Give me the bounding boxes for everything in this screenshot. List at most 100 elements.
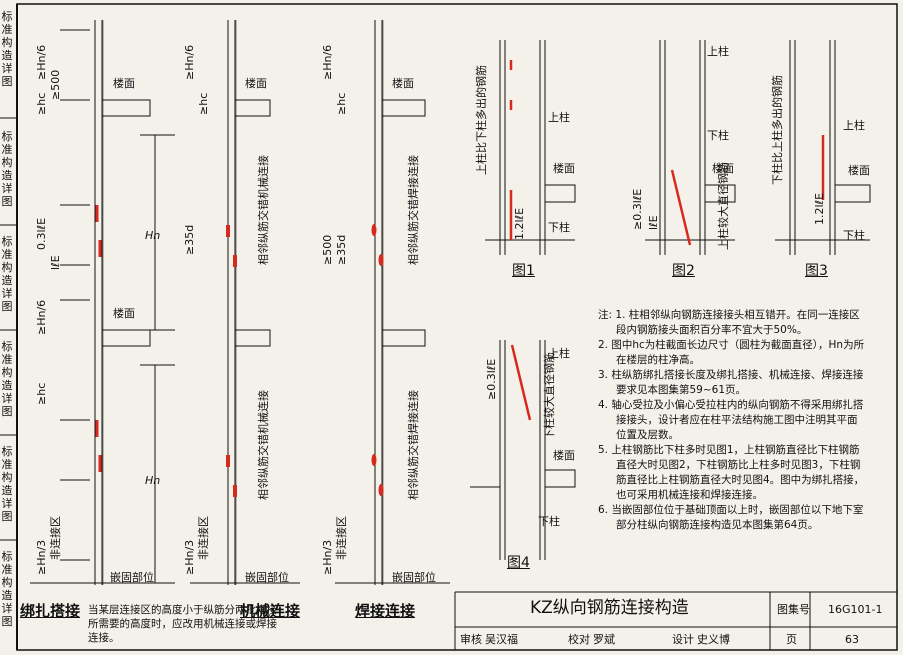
- note-1-text: 1. 柱相邻纵向钢筋连接接头相互错开。在同一连接区段内钢筋接头面积百分率不宜大于…: [615, 309, 860, 336]
- note-1: 注: 1. 柱相邻纵向钢筋连接接头相互错开。在同一连接区段内钢筋接头面积百分率不…: [598, 308, 866, 338]
- fig3-floor: 楼面: [848, 164, 870, 177]
- note-6: 6. 当嵌固部位位于基础顶面以上时，嵌固部位以下地下室部分柱纵向钢筋连接构造见本…: [598, 504, 864, 531]
- design-label: 设计: [672, 633, 694, 646]
- note-3: 3. 柱纵筋绑扎搭接长度及绑扎搭接、机械连接、焊接连接要求见本图集第59~61页…: [598, 369, 864, 396]
- side-tab-1[interactable]: 标准构造详图: [1, 10, 13, 88]
- c2-35d: ≥35d: [183, 224, 196, 255]
- notes-block: 注: 1. 柱相邻纵向钢筋连接接头相互错开。在同一连接区段内钢筋接头面积百分率不…: [598, 308, 866, 533]
- method-mech: 机械连接: [240, 602, 301, 620]
- fig2-bars: [670, 169, 692, 246]
- fig2-note: 上柱较大直径钢筋: [717, 162, 730, 250]
- review-label: 审核: [460, 633, 482, 646]
- c1-hc-mid: ≥hc: [35, 382, 48, 405]
- c1-floor-1: 楼面: [113, 77, 135, 90]
- c1-lle: 0.3lℓE: [35, 217, 48, 250]
- c1-hn6-top: ≥Hn/6: [35, 44, 48, 80]
- note-5: 5. 上柱钢筋比下柱多时见图1，上柱钢筋直径比下柱钢筋直径大时见图2，下柱钢筋比…: [598, 444, 865, 501]
- fig2-lines: [645, 40, 736, 255]
- fig3-label: 图3: [805, 263, 828, 279]
- fig4-lines: [470, 340, 576, 560]
- fig2-lle: lℓE: [647, 215, 660, 230]
- c2-note-2: 相邻纵筋交错机械连接: [257, 390, 270, 500]
- c2-nonzone: 非连接区: [197, 516, 210, 560]
- column-weld: [335, 20, 450, 585]
- c1-embed: 嵌固部位: [110, 571, 154, 584]
- note-4: 4. 轴心受拉及小偏心受拉柱内的纵向钢筋不得采用绑扎搭接接头，设计者应在柱平法结…: [598, 399, 864, 441]
- fig3-note: 下柱比上柱多出的钢筋: [771, 75, 784, 185]
- c3-note-2: 相邻纵筋交错焊接连接: [407, 390, 420, 500]
- design-name: 史义博: [697, 633, 730, 646]
- lap-splices: [95, 205, 102, 472]
- drawing-title: KZ纵向钢筋连接构造: [530, 598, 689, 618]
- c3-500: ≥500: [321, 234, 334, 265]
- c1-floor-2: 楼面: [113, 307, 135, 320]
- fig3-upper: 上柱: [843, 119, 865, 132]
- fig3-lower: 下柱: [843, 229, 865, 242]
- c2-hn3: ≥Hn/3: [183, 539, 196, 575]
- method-note: 当某层连接区的高度小于纵筋分两批搭接所需要的高度时，应改用机械连接或焊接连接。: [88, 604, 277, 644]
- c1-500-top: ≥500: [49, 69, 62, 100]
- mech-couplers: [226, 225, 237, 497]
- side-tab-6[interactable]: 标准构造详图: [1, 550, 13, 628]
- fig1-upper: 上柱: [548, 111, 570, 124]
- c3-embed: 嵌固部位: [392, 571, 436, 584]
- c3-note-1: 相邻纵筋交错焊接连接: [407, 155, 420, 265]
- column-lap: [30, 20, 175, 585]
- fig1-lines: [485, 40, 576, 255]
- c1-lle2: lℓE: [49, 255, 62, 270]
- c1-hn3: ≥Hn/3: [35, 539, 48, 575]
- c1-hn6-mid: ≥Hn/6: [35, 299, 48, 335]
- c1-hn-2: Hn: [145, 474, 161, 487]
- fig4-upper: 上柱: [548, 347, 570, 360]
- c1-nonzone: 非连接区: [49, 516, 62, 560]
- notes-title: 注:: [598, 309, 613, 321]
- check-name: 罗斌: [593, 633, 615, 646]
- review-name: 吴汉福: [485, 633, 518, 646]
- fig4-note: 下柱较大直径钢筋: [543, 352, 556, 440]
- fig4-lower: 下柱: [538, 515, 560, 528]
- c3-hc-top: ≥hc: [335, 92, 348, 115]
- fig4-bars: [510, 344, 532, 421]
- c2-floor-1: 楼面: [245, 77, 267, 90]
- fig4-label: 图4: [507, 555, 530, 571]
- fig2-floor: 楼面: [712, 162, 734, 175]
- c1-hn-1: Hn: [145, 229, 161, 242]
- note-2: 2. 图中hc为柱截面长边尺寸（圆柱为截面直径），Hn为所在楼层的柱净高。: [598, 339, 865, 366]
- fig3-len: 1.2lℓE: [813, 192, 826, 225]
- fig1-floor: 楼面: [553, 162, 575, 175]
- fig1-label: 图1: [512, 263, 535, 279]
- method-lap: 绑扎搭接: [20, 602, 81, 620]
- atlas-number: 16G101-1: [828, 603, 883, 616]
- fig2-len: ≥0.3lℓE: [631, 188, 644, 230]
- fig1-note: 上柱比下柱多出的钢筋: [475, 65, 488, 175]
- page-number: 63: [845, 633, 859, 646]
- weld-joints: [371, 224, 384, 496]
- fig4-len: ≥0.3lℓE: [485, 358, 498, 400]
- check-label: 校对: [568, 633, 590, 646]
- side-tab-5[interactable]: 标准构造详图: [1, 445, 13, 523]
- c3-floor-1: 楼面: [392, 77, 414, 90]
- side-tab-3[interactable]: 标准构造详图: [1, 235, 13, 313]
- c3-hn6-top: ≥Hn/6: [321, 44, 334, 80]
- fig1-lower: 下柱: [548, 221, 570, 234]
- c3-35d: ≥35d: [335, 234, 348, 265]
- c2-hn6-top: ≥Hn/6: [183, 44, 196, 80]
- fig4-floor: 楼面: [553, 449, 575, 462]
- c2-hc-top: ≥hc: [197, 92, 210, 115]
- c2-embed: 嵌固部位: [245, 571, 289, 584]
- c1-hc-top: ≥hc: [35, 92, 48, 115]
- c3-hn3: ≥Hn/3: [321, 539, 334, 575]
- page-label: 页: [786, 633, 797, 646]
- method-weld: 焊接连接: [355, 602, 416, 620]
- side-tab-2[interactable]: 标准构造详图: [1, 130, 13, 208]
- title-block-lines: [454, 591, 897, 650]
- fig2-lower: 下柱: [707, 129, 729, 142]
- fig2-upper: 上柱: [707, 45, 729, 58]
- c2-note-1: 相邻纵筋交错机械连接: [257, 155, 270, 265]
- fig2-label: 图2: [672, 263, 695, 279]
- atlas-label: 图集号: [777, 603, 810, 616]
- side-tab-4[interactable]: 标准构造详图: [1, 340, 13, 418]
- fig3-lines: [775, 40, 871, 255]
